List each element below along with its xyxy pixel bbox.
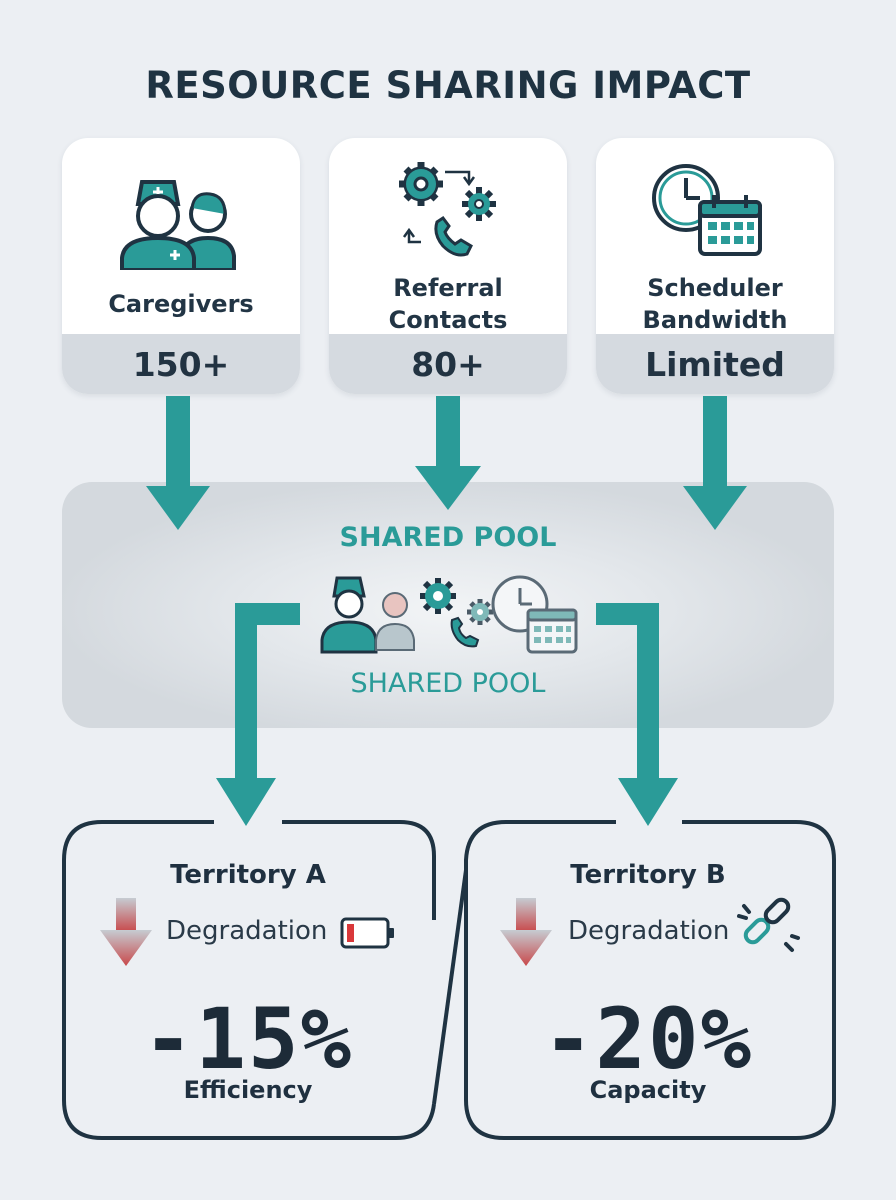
territory-b-name: Territory B <box>570 860 726 890</box>
arrow-branch-left <box>235 603 300 780</box>
pool-resources-icon <box>320 575 578 654</box>
arrowhead-territory-b <box>618 778 678 826</box>
shared-pool-subtitle: SHARED POOL <box>350 668 546 699</box>
low-battery-icon <box>340 917 394 949</box>
resource-value: Limited <box>596 334 834 394</box>
territory-a-metric: Efficiency <box>183 1076 313 1104</box>
shared-pool-title: SHARED POOL <box>339 522 557 553</box>
territory-a-frame <box>62 820 436 1140</box>
page-title: RESOURCE SHARING IMPACT <box>145 64 751 107</box>
arrowhead-referral <box>415 466 481 510</box>
arrowhead-caregivers <box>146 486 210 530</box>
arrowhead-territory-a <box>216 778 276 826</box>
down-arrow-a <box>116 898 136 932</box>
resource-card-caregivers: Caregivers 150+ <box>62 138 300 394</box>
clock-calendar-icon <box>652 164 762 256</box>
resource-value: 150+ <box>62 334 300 394</box>
territory-b-frame <box>464 820 836 1140</box>
down-arrow-b <box>516 898 536 932</box>
resource-value: 80+ <box>329 334 567 394</box>
resource-card-scheduler-bandwidth: Scheduler Bandwidth Limited <box>596 138 834 394</box>
arrow-down-caregivers <box>166 396 190 488</box>
territory-b-percent: -20% <box>542 990 754 1088</box>
territory-b-degradation: Degradation <box>568 916 730 946</box>
arrow-down-referral <box>436 396 460 468</box>
resource-label: Referral Contacts <box>388 274 508 334</box>
caregivers-icon <box>120 180 236 270</box>
arrow-down-scheduler <box>703 396 727 488</box>
territory-a-degradation: Degradation <box>166 916 328 946</box>
resource-label: Caregivers <box>108 290 254 318</box>
territory-a-percent: -15% <box>142 990 354 1088</box>
resource-label: Scheduler Bandwidth <box>642 274 788 334</box>
territory-a-name: Territory A <box>170 860 326 890</box>
arrow-branch-right <box>596 603 659 780</box>
arrowhead-scheduler <box>683 486 747 530</box>
territory-b-metric: Capacity <box>589 1076 707 1104</box>
territory-divider <box>432 869 468 1105</box>
gears-phone-icon <box>399 162 496 257</box>
resource-card-referral-contacts: Referral Contacts 80+ <box>329 138 567 394</box>
broken-link-icon <box>737 897 800 952</box>
